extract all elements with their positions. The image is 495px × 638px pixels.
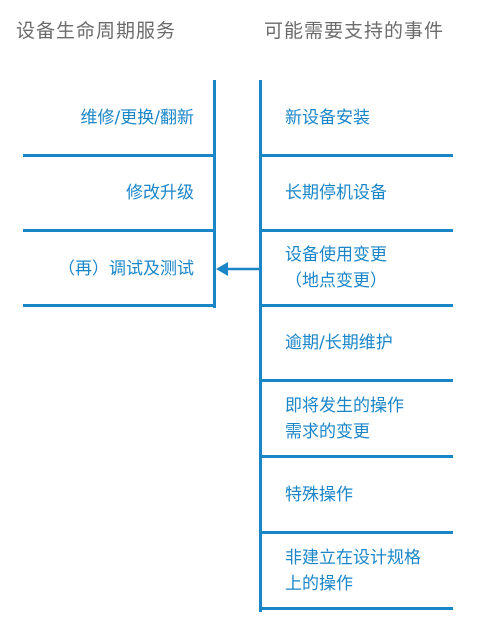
right-divider-1 [259, 154, 453, 157]
right-item-usage-change: 设备使用变更 （地点变更） [285, 242, 387, 294]
right-divider-6 [259, 531, 453, 534]
left-divider-3 [23, 304, 216, 307]
right-item-operation-demand-change: 即将发生的操作 需求的变更 [285, 393, 404, 445]
right-item-overdue-maintenance: 逾期/长期维护 [285, 330, 393, 356]
left-item-modify-upgrade: 修改升级 [126, 183, 194, 203]
right-divider-7 [259, 607, 453, 610]
right-item-overdue-maintenance-line-1: 逾期/长期维护 [285, 333, 393, 353]
left-divider-2 [23, 229, 216, 232]
left-divider-1 [23, 154, 216, 157]
right-divider-5 [259, 455, 453, 458]
right-item-long-shutdown-line-1: 长期停机设备 [285, 183, 387, 203]
left-arrow-icon [216, 262, 260, 276]
left-item-repair: 维修/更换/翻新 [80, 108, 194, 128]
right-item-special-operation-line-1: 特殊操作 [285, 485, 353, 505]
right-item-long-shutdown: 长期停机设备 [285, 180, 387, 206]
right-divider-3 [259, 304, 453, 307]
right-item-new-install-line-1: 新设备安装 [285, 108, 370, 128]
right-item-usage-change-line-2: （地点变更） [285, 271, 387, 291]
right-item-special-operation: 特殊操作 [285, 482, 353, 508]
right-item-operation-demand-change-line-1: 即将发生的操作 [285, 396, 404, 416]
right-item-new-install: 新设备安装 [285, 105, 370, 131]
right-item-off-spec-operation: 非建立在设计规格 上的操作 [285, 545, 421, 597]
left-column-header: 设备生命周期服务 [16, 20, 177, 42]
right-item-off-spec-operation-line-2: 上的操作 [285, 574, 353, 594]
right-divider-2 [259, 229, 453, 232]
left-item-recommission-test: （再）调试及测试 [58, 259, 194, 279]
right-column-vertical-line [259, 80, 262, 612]
left-column-vertical-line [213, 80, 216, 308]
right-item-off-spec-operation-line-1: 非建立在设计规格 [285, 548, 421, 568]
right-column-header: 可能需要支持的事件 [264, 20, 445, 42]
right-item-operation-demand-change-line-2: 需求的变更 [285, 422, 370, 442]
right-divider-4 [259, 379, 453, 382]
right-item-usage-change-line-1: 设备使用变更 [285, 245, 387, 265]
